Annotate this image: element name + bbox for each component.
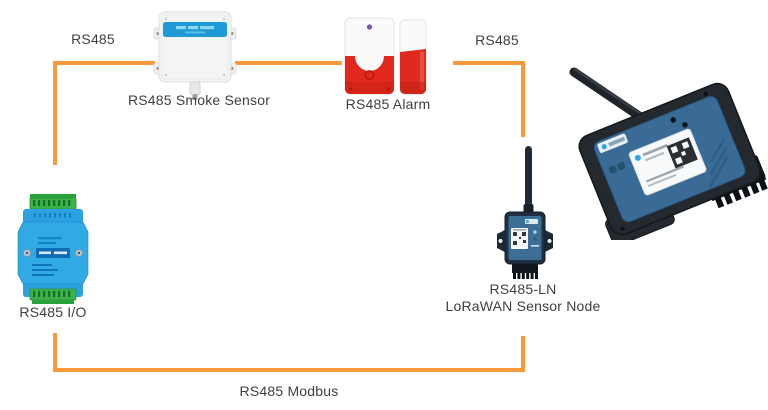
alarm-label: RS485 Alarm [345, 96, 431, 112]
rs485-label-top-left: RS485 [71, 31, 115, 47]
smoke-sensor-device [145, 3, 245, 102]
antenna-icon [523, 146, 534, 214]
lorawan-node-label: RS485-LN LoRaWAN Sensor Node [445, 281, 600, 315]
status-led-icon [533, 230, 537, 234]
smoke-sensor-label: RS485 Smoke Sensor [127, 92, 271, 108]
modbus-bus-label: RS485 Modbus [239, 383, 339, 399]
status-led-icon [682, 122, 688, 128]
lorawan-node-device [486, 140, 560, 282]
terminal-strip-bottom-icon [29, 288, 77, 304]
status-led-icon [533, 237, 537, 241]
sensor-probe-icon [189, 81, 201, 100]
alarm-front-icon [344, 17, 395, 95]
device-sticker [628, 128, 707, 196]
alarm-led-icon [366, 24, 373, 30]
bottom-modbus-line [53, 333, 525, 372]
io-module-device [16, 192, 90, 306]
rs485-label-top-right: RS485 [475, 32, 519, 48]
lorawan-node-label-line1: RS485-LN [489, 281, 557, 297]
qr-code-icon [511, 228, 528, 249]
brand-logo-icon [597, 133, 628, 153]
alarm-device [338, 12, 453, 102]
sensor-label-band-icon [163, 22, 227, 37]
module-label-band-icon [36, 248, 70, 258]
terminal-block-icon [512, 264, 538, 279]
brand-logo-icon [525, 219, 538, 224]
qr-code-icon [666, 137, 698, 169]
ce-mark-icon [608, 162, 626, 174]
top-bus-line [53, 61, 525, 165]
lorawan-node-label-line2: LoRaWAN Sensor Node [445, 298, 601, 314]
terminal-strip-top-icon [29, 194, 77, 210]
status-led-icon [670, 117, 677, 123]
io-module-label: RS485 I/O [19, 304, 87, 320]
mounting-ears-icon [497, 230, 553, 252]
gateway-device [560, 42, 768, 240]
mounting-screws-icon [22, 248, 84, 258]
alarm-side-icon [399, 19, 427, 95]
